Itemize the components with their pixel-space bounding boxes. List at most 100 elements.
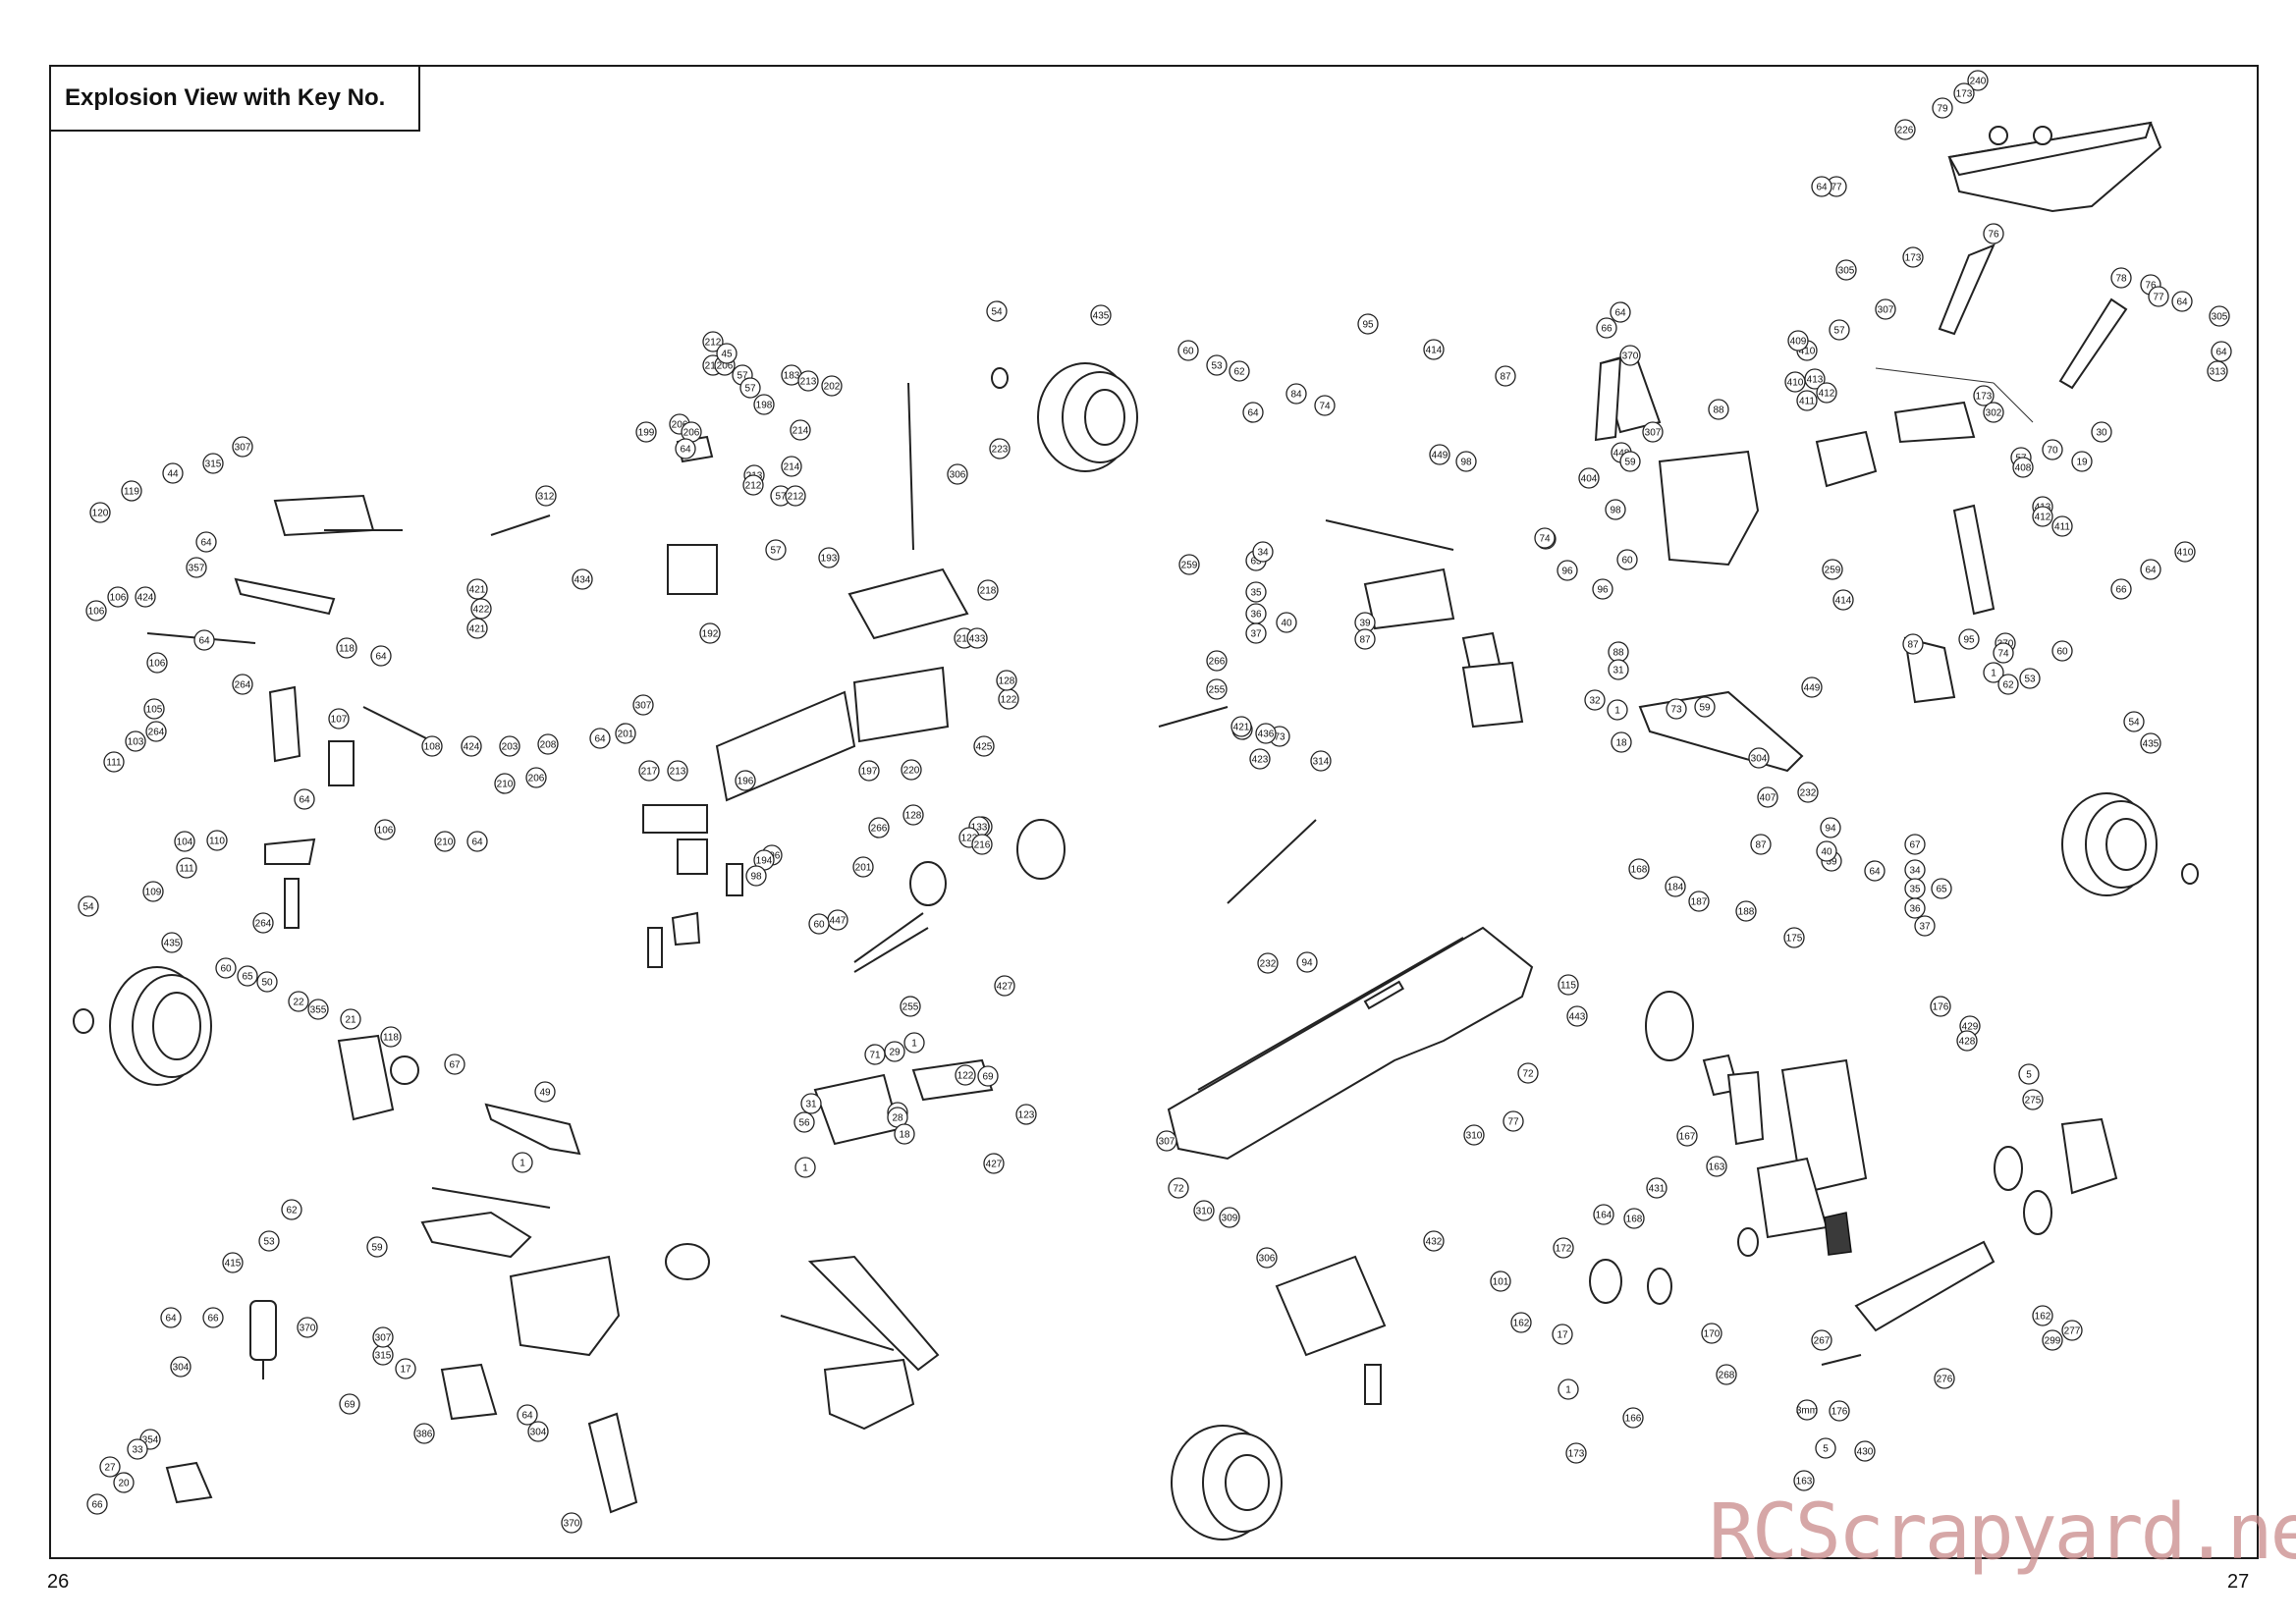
callout-number: 88 [1713, 406, 1724, 416]
callout-number: 173 [1976, 392, 1993, 403]
callout-bubble [994, 975, 1015, 997]
callout-number: 65 [1250, 557, 1262, 568]
callout-bubble [2012, 457, 2034, 478]
callout-bubble [1930, 996, 1951, 1017]
callout-bubble [1495, 365, 1516, 387]
callout-bubble [370, 645, 392, 667]
callout-number: 87 [1907, 640, 1919, 651]
callout-number: 436 [1258, 730, 1275, 740]
callout-bubble [1578, 467, 1600, 489]
callout-bubble [2042, 439, 2063, 460]
callout-bubble [1642, 421, 1664, 443]
callout-number: 33 [132, 1445, 143, 1456]
callout-bubble [1822, 559, 1843, 580]
diagram-sheet: Explosion View with Key No. [49, 65, 2259, 1559]
callout-number: 168 [1631, 865, 1648, 876]
callout-number: 96 [1561, 567, 1573, 577]
callout-bubble [1285, 383, 1307, 405]
callout-number: 424 [464, 742, 480, 753]
callout-number: 434 [574, 575, 591, 586]
callout-number: 196 [738, 777, 754, 787]
callout-number: 62 [286, 1206, 298, 1216]
callout-number: 57 [775, 492, 787, 503]
callout-bubble [966, 627, 988, 649]
callout-bubble [534, 1081, 556, 1103]
callout-bubble [252, 912, 274, 934]
callout-bubble [852, 856, 874, 878]
callout-number: 421 [469, 585, 486, 596]
front-left-shock [249, 1300, 638, 1514]
callout-bubble [1503, 1110, 1524, 1132]
callout-number: 133 [971, 823, 988, 834]
callout-bubble [1249, 748, 1271, 770]
callout-number: 411 [2054, 522, 2070, 533]
callout-bubble [1983, 662, 2004, 683]
callout-bubble [2091, 421, 2112, 443]
callout-number: 64 [198, 636, 210, 647]
callout-bubble [1815, 1437, 1836, 1459]
callout-number: 54 [2128, 718, 2140, 729]
callout-number: 170 [1704, 1329, 1721, 1340]
callout-bubble [395, 1358, 416, 1379]
callout-number: 87 [1500, 372, 1511, 383]
callout-number: 176 [1831, 1407, 1848, 1418]
callout-bubble [1934, 1368, 1955, 1389]
callout-bubble [1463, 1124, 1485, 1146]
callout-number: 62 [2002, 680, 2014, 691]
callout-bubble [589, 728, 611, 749]
callout-bubble [2042, 1329, 2063, 1351]
callout-bubble [103, 751, 125, 773]
callout-bubble [1784, 371, 1806, 393]
callout-number: 118 [383, 1033, 399, 1044]
callout-number: 57 [1833, 326, 1845, 337]
callout-group-rear-right: 6466370574104094134104124113078844859986… [1534, 301, 2161, 937]
callout-bubble [977, 1065, 999, 1087]
callout-bubble [1510, 1312, 1532, 1333]
callout-bubble [294, 788, 315, 810]
callout-number: 220 [903, 766, 920, 777]
callout-number: 21 [345, 1015, 356, 1026]
callout-bubble [1354, 628, 1376, 650]
callout-number: 407 [1760, 793, 1777, 804]
callout-number: 59 [1699, 703, 1711, 714]
exhaust-pipe [1821, 1117, 2118, 1366]
callout-bubble [1245, 581, 1267, 603]
callout-bubble [517, 1404, 538, 1426]
callout-bubble [127, 1438, 148, 1460]
callout-number: 87 [1755, 840, 1767, 851]
callout-number: 98 [1460, 458, 1472, 468]
callout-number: 208 [540, 740, 557, 751]
callout-number: 98 [1610, 506, 1621, 516]
callout-number: 447 [830, 916, 847, 927]
callout-number: 310 [1466, 1131, 1483, 1142]
callout-number: 423 [1252, 755, 1269, 766]
callout-bubble [902, 804, 924, 826]
callout-bubble [1423, 1230, 1445, 1252]
callout-number: 315 [205, 460, 222, 470]
callout-number: 107 [331, 715, 348, 726]
callout-number: 49 [539, 1088, 551, 1099]
callout-number: 72 [1173, 1184, 1184, 1195]
callout-number: 198 [756, 401, 773, 411]
callout-number: 115 [1560, 981, 1576, 992]
callout-bubble [955, 1064, 976, 1086]
callout-bubble [1565, 1442, 1587, 1464]
callout-bubble [99, 1456, 121, 1478]
callout-bubble [1904, 897, 1926, 919]
callout-bubble [1490, 1271, 1511, 1292]
callout-bubble [1997, 674, 2019, 695]
engine [1645, 991, 1868, 1256]
callout-bubble [237, 965, 258, 987]
callout-number: 213 [670, 767, 686, 778]
callout-bubble [525, 767, 547, 788]
callout-bubble [1592, 578, 1613, 600]
callout-number: 77 [1831, 183, 1842, 193]
callout-number: 1 [802, 1163, 808, 1174]
callout-bubble [638, 760, 660, 782]
callout-bubble [1168, 1177, 1189, 1199]
callout-number: 54 [82, 902, 94, 913]
